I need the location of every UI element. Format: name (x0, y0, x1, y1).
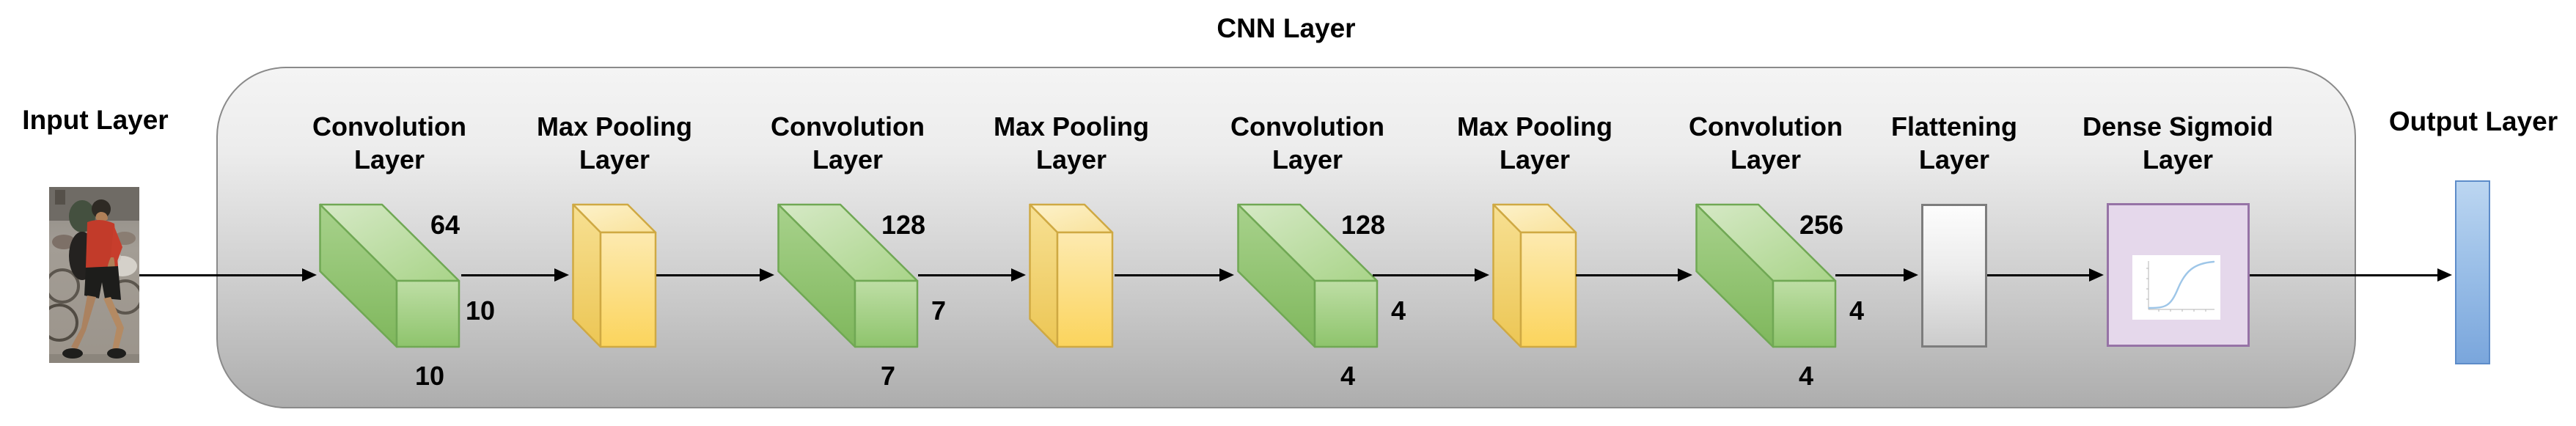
arrow-conv2-to-pool2 (918, 268, 1026, 282)
convolution-box-icon (1695, 203, 1837, 348)
label-line-1: Flattening (1891, 111, 2017, 142)
label-line-1: Max Pooling (1456, 111, 1613, 142)
label-line-2: Layer (1499, 144, 1571, 175)
dense-sigmoid-box-icon (2107, 203, 2250, 347)
arrow-pool1-to-conv2 (656, 268, 774, 282)
conv1-filter-count: 64 (430, 210, 460, 240)
pedestrian-photo-illustration (40, 187, 143, 363)
convolution-3-label: Convolution Layer (1230, 110, 1384, 176)
maxpool-box-icon (1492, 203, 1577, 348)
conv2-filter-count: 128 (881, 210, 926, 240)
maxpool-2-label: Max Pooling Layer (994, 110, 1149, 176)
convolution-4-label: Convolution Layer (1689, 110, 1843, 176)
arrow-conv4-to-flatten (1835, 268, 1918, 282)
conv4-height-dim: 4 (1849, 295, 1865, 326)
input-layer-label: Input Layer (22, 105, 169, 135)
conv4-filter-count: 256 (1799, 210, 1844, 240)
label-line-1: Convolution (1689, 111, 1843, 142)
conv2-height-dim: 7 (931, 295, 947, 326)
label-line-1: Max Pooling (536, 111, 693, 142)
maxpool-box-icon (1029, 203, 1114, 348)
convolution-box-icon (1237, 203, 1379, 348)
label-line-2: Layer (1918, 144, 1990, 175)
convolution-1-label: Convolution Layer (312, 110, 466, 176)
convolution-box-icon (777, 203, 919, 348)
output-vector-bar (2455, 180, 2490, 364)
conv1-height-dim: 10 (465, 295, 496, 326)
label-line-1: Convolution (312, 111, 466, 142)
arrow-pool2-to-conv3 (1115, 268, 1234, 282)
conv3-height-dim: 4 (1390, 295, 1406, 326)
label-line-1: Dense Sigmoid (2082, 111, 2274, 142)
arrow-flatten-to-dense (1987, 268, 2104, 282)
maxpool-3-label: Max Pooling Layer (1457, 110, 1612, 176)
arrow-conv3-to-pool3 (1373, 268, 1489, 282)
arrow-pool3-to-conv4 (1576, 268, 1692, 282)
label-line-2: Layer (579, 144, 650, 175)
input-pedestrian-image (40, 187, 143, 363)
sigmoid-curve-icon (2146, 260, 2215, 312)
flattening-label: Flattening Layer (1891, 110, 2017, 176)
cnn-layer-title: CNN Layer (1217, 13, 1356, 43)
conv3-filter-count: 128 (1340, 210, 1386, 240)
label-line-2: Layer (2142, 144, 2214, 175)
label-line-2: Layer (1035, 144, 1107, 175)
convolution-2-label: Convolution Layer (771, 110, 925, 176)
arrow-dense-to-output (2250, 268, 2452, 282)
sigmoid-curve-plot (2132, 255, 2220, 320)
arrow-conv1-to-pool1 (461, 268, 569, 282)
dense-sigmoid-label: Dense Sigmoid Layer (2083, 110, 2273, 176)
label-line-1: Max Pooling (993, 111, 1150, 142)
conv3-width-dim: 4 (1340, 361, 1356, 391)
maxpool-1-label: Max Pooling Layer (537, 110, 692, 176)
arrow-input-to-conv1 (139, 268, 317, 282)
maxpool-box-icon (572, 203, 657, 348)
label-line-2: Layer (812, 144, 884, 175)
label-line-1: Convolution (771, 111, 925, 142)
conv1-width-dim: 10 (414, 361, 445, 391)
label-line-2: Layer (1272, 144, 1343, 175)
label-line-1: Convolution (1230, 111, 1384, 142)
conv2-width-dim: 7 (880, 361, 896, 391)
label-line-2: Layer (353, 144, 425, 175)
convolution-box-icon (319, 203, 460, 348)
label-line-2: Layer (1730, 144, 1802, 175)
conv4-width-dim: 4 (1798, 361, 1814, 391)
flattening-box-icon (1921, 204, 1987, 348)
output-layer-label: Output Layer (2388, 106, 2558, 136)
